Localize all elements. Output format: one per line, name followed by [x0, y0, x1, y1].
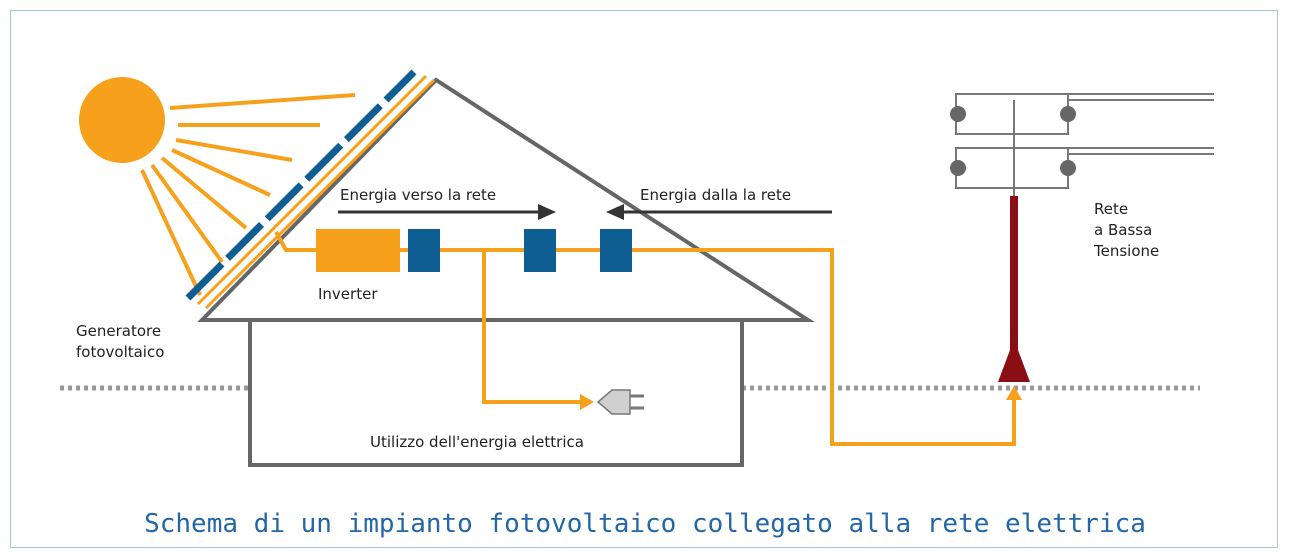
label-grid-line2: a Bassa [1094, 221, 1152, 239]
arrow-to-grid [338, 204, 556, 220]
grid-arrowhead [1006, 386, 1022, 400]
label-grid-line3: Tensione [1093, 242, 1159, 260]
plug-icon [596, 389, 644, 415]
power-pole-icon [950, 93, 1214, 382]
label-generator-line1: Generatore [76, 322, 161, 340]
label-from-grid: Energia dalla la rete [640, 186, 791, 204]
label-usage: Utilizzo dell'energia elettrica [370, 433, 584, 451]
label-to-grid: Energia verso la rete [340, 186, 496, 204]
label-generator-line2: fotovoltaico [76, 343, 164, 361]
label-grid-line1: Rete [1094, 200, 1128, 218]
diagram-title: Schema di un impianto fotovoltaico colle… [144, 509, 1146, 539]
meter-2 [524, 229, 556, 272]
inverter-box [316, 229, 400, 272]
arrow-from-grid [606, 204, 832, 220]
meter-3 [600, 229, 632, 272]
meter-1 [408, 229, 440, 272]
house-outline [197, 77, 815, 467]
label-inverter: Inverter [318, 285, 378, 303]
wiring [274, 231, 1016, 446]
plug-arrowhead [580, 394, 594, 410]
pv-panel [185, 69, 436, 310]
sun-icon [79, 77, 356, 296]
